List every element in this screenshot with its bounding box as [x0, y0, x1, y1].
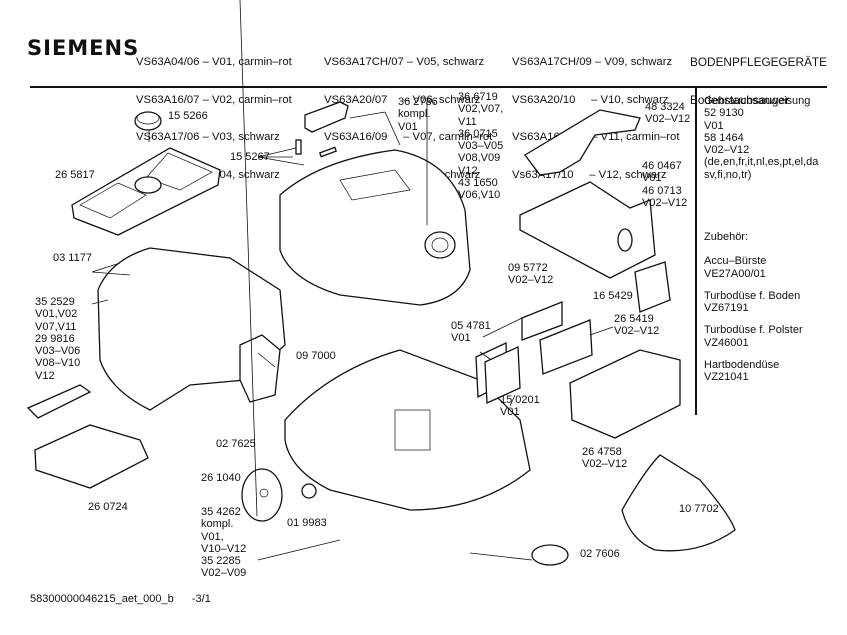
- part-label-265419: 26 5419 V02–V12: [614, 313, 660, 338]
- manual-line: Gebrauchsanweisung: [704, 95, 811, 107]
- swivel-ring-part: [469, 544, 569, 566]
- document-id: 58300000046215_aet_000_b: [30, 593, 174, 605]
- manual-line: V01: [704, 119, 724, 132]
- bag-holder-part: [634, 261, 671, 313]
- wheel-part: [239, 0, 317, 522]
- manual-block: Gebrauchsanweisung 52 9130 V01 58 1464 V…: [704, 95, 818, 181]
- part-label-054781: 05 4781 V01: [451, 320, 491, 345]
- latch-part: [257, 101, 401, 166]
- knob-part: [134, 111, 162, 142]
- part-label-362736: 36 2736 kompl. V01: [398, 96, 438, 133]
- accessory-code: VZ21041: [704, 371, 749, 384]
- part-label-027625: 02 7625: [216, 438, 256, 450]
- part-label-165429: 16 5429: [593, 290, 633, 302]
- accessory-code: VZ46001: [704, 336, 749, 349]
- part-label-366719: 36 6719 V02,V07, V11 36 0715 V03–V05 V08…: [458, 91, 504, 202]
- seal-part: [621, 454, 736, 552]
- manual-line: 58 1464: [704, 131, 744, 144]
- model-line: VS63A17/06 – V03, schwarz: [136, 131, 280, 143]
- bumper-part: [524, 109, 641, 176]
- dust-bag-part: [519, 181, 656, 279]
- part-label-352529: 35 2529 V01,V02 V07,V11 29 9816 V03–V06 …: [35, 296, 81, 382]
- model-line: VS63A20/10 – V10, schwarz: [512, 93, 669, 106]
- part-label-019983: 01 9983: [287, 517, 327, 529]
- part-label-107702: 10 7702: [679, 503, 719, 515]
- page-number: -3/1: [191, 593, 211, 605]
- manual-line: 52 9130: [704, 107, 744, 120]
- accessory-code: VZ67191: [704, 302, 749, 315]
- part-label-027606: 02 7606: [580, 548, 620, 560]
- accessory-name: Accu–Bürste: [704, 255, 767, 268]
- filter-cover-part: [71, 147, 221, 236]
- part-label-260724: 26 0724: [88, 501, 128, 513]
- header-divider: [30, 86, 827, 88]
- manual-line: (de,en,fr,it,nl,es,pt,el,da: [704, 156, 819, 169]
- part-label-150201: 15 0201 V01: [500, 394, 540, 419]
- lid-part: [279, 149, 471, 306]
- siemens-logo: SIEMENS: [27, 36, 140, 60]
- accessories-title: Zubehör:: [704, 231, 749, 243]
- model-line: VS63A17CH/07 – V05, schwarz: [324, 56, 485, 68]
- accessory-name: Hartbodendüse: [704, 359, 780, 372]
- model-line: VS63A16/07 – V02, carmin–rot: [136, 93, 292, 106]
- part-label-261040: 26 1040: [201, 472, 241, 484]
- model-list-1: VS63A04/06 – V01, carmin–rot VS63A16/07 …: [136, 31, 292, 194]
- footer: 58300000046215_aet_000_b -3/1: [30, 593, 211, 605]
- part-label-483324: 48 3324 V02–V12: [645, 101, 691, 126]
- part-label-097000: 09 7000: [296, 350, 336, 362]
- foam-pad-part: [26, 384, 149, 489]
- part-label-031177: 03 1177: [53, 252, 92, 264]
- manual-line: V02–V12: [704, 144, 750, 157]
- part-label-265817: 26 5817: [55, 169, 95, 181]
- model-line: VS63A17CH/09 – V09, schwarz: [512, 56, 673, 68]
- category-block: BODENPFLEGEGERÄTE Bodenstaubsauger: [690, 31, 827, 119]
- accessory-name: Turbodüse f. Polster: [704, 324, 803, 337]
- accessories-block: Zubehör: Accu–Bürste VE27A00/01 Turbodüs…: [704, 231, 803, 384]
- accessory-code: VE27A00/01: [704, 267, 766, 280]
- valve-part: [239, 334, 281, 403]
- model-line: VS63A04/06 – V01, carmin–rot: [136, 56, 292, 68]
- accessory-name: Turbodüse f. Boden: [704, 289, 801, 302]
- model-line: VS63A16/09 – V07, carmin–rot: [324, 131, 493, 143]
- part-label-460467: 46 0467 V01 46 0713 V02–V12: [642, 160, 688, 209]
- category-title: BODENPFLEGEGERÄTE: [690, 55, 828, 69]
- manual-line: sv,fi,no,tr): [704, 168, 752, 181]
- part-label-354262: 35 4262 kompl. V01, V10–V12 35 2285 V02–…: [201, 506, 247, 580]
- part-label-095772: 09 5772 V02–V12: [508, 262, 554, 287]
- sidebar-divider: [695, 88, 697, 415]
- model-list-3: VS63A17CH/09 – V09, schwarz VS63A20/10 –…: [512, 31, 679, 194]
- base-body-part: [284, 349, 531, 511]
- category-subtitle: Bodenstaubsauger: [690, 92, 790, 107]
- part-label-155267: 15 5267: [230, 151, 270, 163]
- part-label-155266: 15 5266: [168, 110, 208, 122]
- filter-set-part: [475, 301, 593, 404]
- filter-basket-part: [569, 349, 681, 439]
- part-label-264758: 26 4758 V02–V12: [582, 446, 628, 471]
